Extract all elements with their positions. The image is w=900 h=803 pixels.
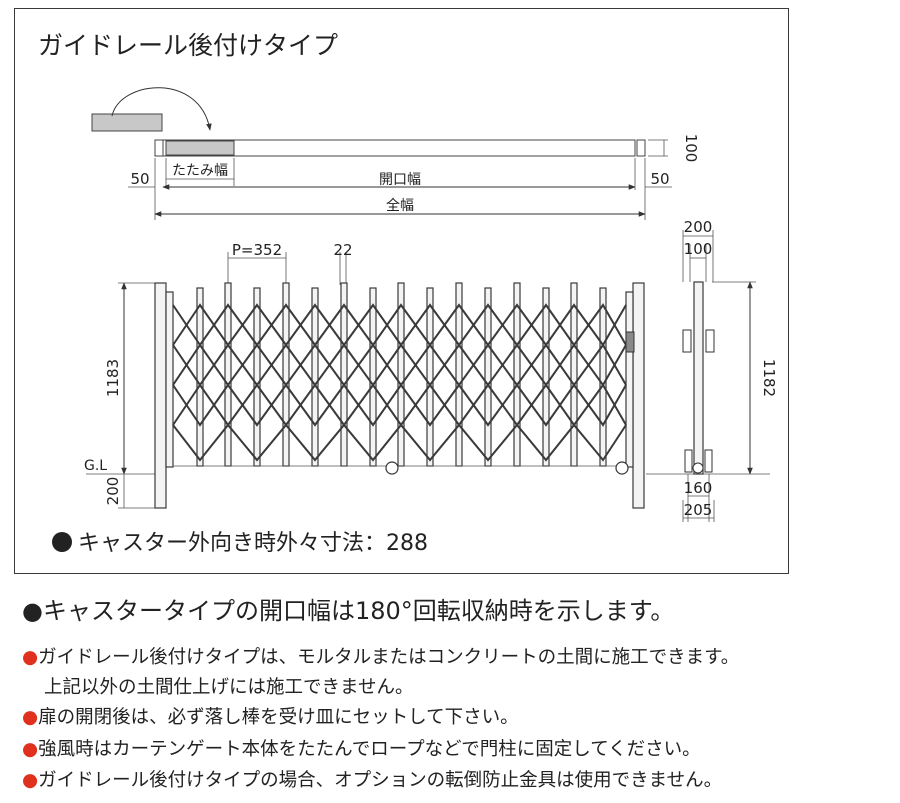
handle-right — [625, 331, 635, 353]
note-item: 上記以外の土間仕上げには施工できません。 — [44, 673, 413, 699]
rotation-arrow — [111, 87, 212, 131]
top-view: 100 たたみ幅 開口幅 50 50 全幅 — [91, 87, 700, 220]
caster-note-bullet — [52, 532, 72, 552]
base-outer-dimension: 205 — [684, 501, 713, 519]
right-post-top — [636, 139, 646, 157]
gate-bars — [196, 282, 607, 467]
note-bullet: ● — [22, 770, 39, 791]
diagram-title: ガイドレール後付けタイプ — [38, 31, 338, 60]
side-caster-wheel — [692, 462, 704, 474]
note-text: 強風時はカーテンゲート本体をたたんでロープなどで門柱に固定してください。 — [38, 739, 701, 760]
note-bullet: ● — [22, 739, 39, 760]
left-post — [154, 282, 167, 509]
right-margin-dimension: 50 — [650, 170, 669, 188]
note-main-text: キャスタータイプの開口幅は180°回転収納時を示します。 — [42, 597, 675, 625]
note-bullet: ● — [22, 647, 39, 668]
side-view: 200 100 1182 160 205 — [682, 218, 778, 522]
left-post-top — [154, 139, 164, 157]
left-end-frame — [165, 291, 174, 468]
side-base-left — [684, 449, 693, 473]
gate-lattice — [172, 303, 627, 462]
right-end-frame — [625, 291, 634, 468]
ground-level-label: G.L — [84, 458, 107, 474]
caster-wheel-right — [615, 461, 629, 475]
height-dimension-left: 1183 — [104, 359, 122, 397]
note-text: ガイドレール後付けタイプの場合、オプションの転倒防止金具は使用できません。 — [38, 770, 723, 791]
side-bracket-upper-left — [682, 329, 692, 353]
note-bullet: ● — [22, 707, 39, 728]
note-text: ガイドレール後付けタイプは、モルタルまたはコンクリートの土間に施工できます。 — [38, 647, 740, 668]
left-margin-dimension: 50 — [130, 170, 149, 188]
front-view: P=352 22 1183 G.L 200 — [84, 241, 770, 509]
bar-width-dimension: 22 — [333, 241, 352, 259]
base-inner-dimension: 160 — [684, 479, 713, 497]
caster-note: キャスター外向き時外々寸法：288 — [78, 531, 428, 556]
note-item: ●扉の開閉後は、必ず落し棒を受け皿にセットして下さい。 — [22, 703, 519, 729]
full-width-label: 全幅 — [386, 197, 414, 214]
note-item: ●ガイドレール後付けタイプは、モルタルまたはコンクリートの土間に施工できます。 — [22, 643, 739, 669]
note-main-bullet: ● — [22, 597, 43, 625]
opening-width-label: 開口幅 — [379, 172, 421, 188]
below-ground-dimension: 200 — [104, 477, 122, 506]
note-text: 上記以外の土間仕上げには施工できません。 — [44, 677, 414, 698]
fold-width-label: たたみ幅 — [172, 163, 228, 179]
side-base-right — [704, 449, 713, 473]
side-inner-width-dimension: 100 — [684, 240, 713, 258]
side-post — [693, 281, 704, 475]
note-main: ●キャスタータイプの開口幅は180°回転収納時を示します。 — [22, 591, 674, 626]
rail-top — [162, 139, 636, 157]
folded-gate-top — [165, 140, 235, 156]
pitch-dimension: P=352 — [232, 241, 282, 259]
note-text: 扉の開閉後は、必ず落し棒を受け皿にセットして下さい。 — [38, 707, 519, 728]
gate-drawing: ガイドレール後付けタイプ 100 たたみ幅 開口幅 50 50 全幅 — [38, 31, 778, 556]
note-item: ●ガイドレール後付けタイプの場合、オプションの転倒防止金具は使用できません。 — [22, 766, 722, 792]
side-bracket-upper-right — [705, 329, 715, 353]
side-top-width-dimension: 200 — [684, 218, 713, 236]
rail-height-dimension: 100 — [682, 134, 700, 163]
note-item: ●強風時はカーテンゲート本体をたたんでロープなどで門柱に固定してください。 — [22, 735, 701, 761]
caster-wheel-left — [385, 461, 399, 475]
folded-gate-block — [91, 113, 163, 132]
height-dimension-right: 1182 — [760, 359, 778, 397]
diagram-frame — [14, 8, 789, 574]
right-post — [632, 282, 645, 509]
